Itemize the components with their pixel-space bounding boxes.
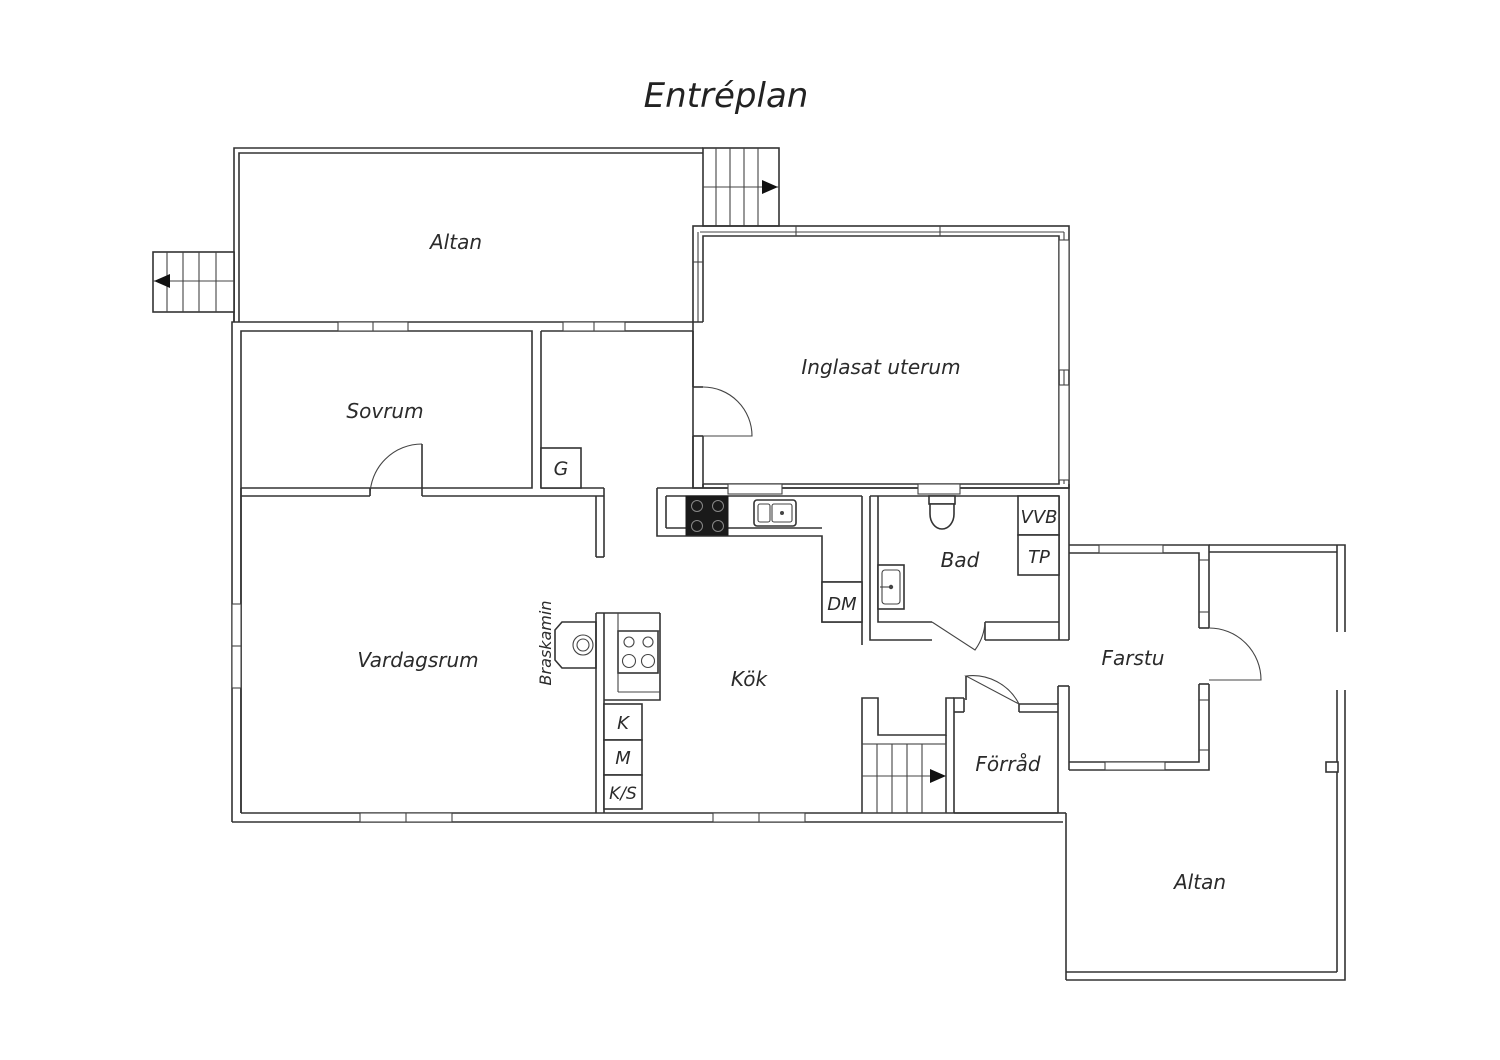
- dryer-tp: TP: [1017, 534, 1060, 576]
- label-braskamin: Braskamin: [536, 601, 555, 686]
- stairs-arrow-icon: [930, 769, 946, 783]
- hall-walls: [692, 331, 753, 488]
- room-label-farstu: Farstu: [1102, 646, 1165, 670]
- room-label-altan-top: Altan: [428, 230, 482, 254]
- dishwasher-dm: DM: [821, 581, 863, 623]
- room-label-altan-bottom: Altan: [1172, 870, 1226, 894]
- label-g: G: [554, 458, 569, 480]
- room-label-bad: Bad: [941, 548, 980, 572]
- label-tp: TP: [1028, 547, 1050, 568]
- hob-icon: [685, 495, 729, 536]
- label-k: K: [617, 713, 630, 734]
- stairs-down: [861, 697, 954, 814]
- stairs-left: [152, 251, 235, 313]
- windows: [231, 239, 1166, 823]
- stairs-top: [702, 147, 780, 227]
- kitchen-sink-icon: [753, 499, 797, 527]
- room-label-kok: Kök: [731, 667, 769, 691]
- toilet-icon: [928, 495, 956, 530]
- sovrum-walls: [241, 330, 693, 558]
- stairs-arrow-icon: [762, 180, 778, 194]
- house-outer-walls: [231, 321, 1063, 823]
- room-label-vardagsrum: Vardagsrum: [357, 648, 478, 672]
- forrad: [953, 675, 1059, 814]
- stairs-arrow-icon: [154, 274, 170, 288]
- room-label-sovrum: Sovrum: [346, 399, 423, 423]
- washbasin-icon: [877, 564, 905, 610]
- altan-right-deck: [1058, 544, 1346, 981]
- label-dm: DM: [827, 594, 857, 615]
- closet-g: G: [540, 447, 582, 489]
- room-label-inglasat-uterum: Inglasat uterum: [801, 355, 960, 379]
- water-heater-vvb: VVB: [1017, 495, 1060, 536]
- label-vvb: VVB: [1021, 507, 1058, 528]
- room-label-forrad: Förråd: [975, 752, 1040, 776]
- label-ks: K/S: [609, 784, 637, 804]
- plan-title: Entréplan: [644, 76, 809, 116]
- label-m: M: [615, 748, 631, 769]
- braskamin: Braskamin: [536, 601, 597, 686]
- appliance-column: K M K/S: [603, 703, 643, 810]
